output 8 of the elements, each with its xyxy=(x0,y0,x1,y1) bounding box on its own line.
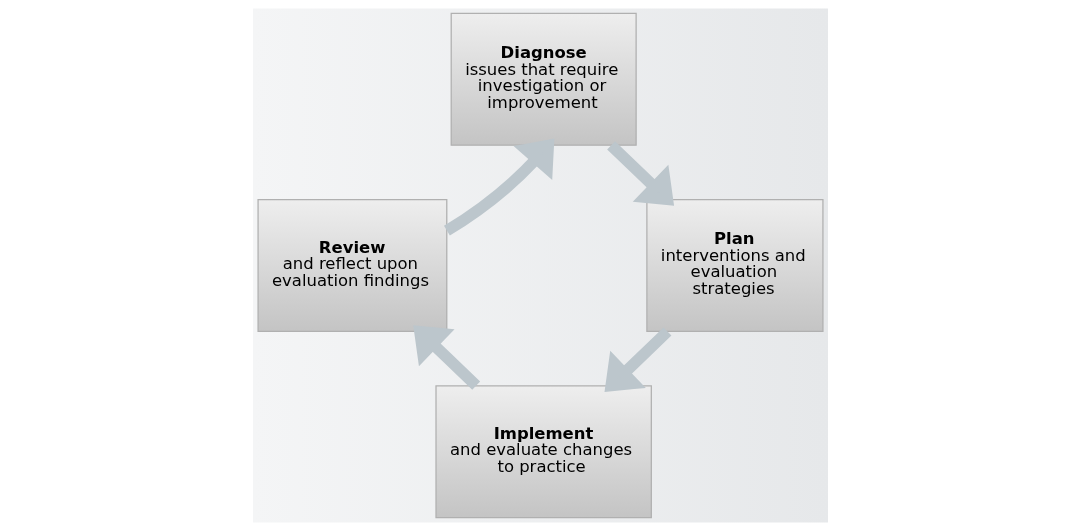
arrow xyxy=(604,327,672,392)
arrow xyxy=(413,325,481,390)
node-box: Review and reflect upon evaluation findings xyxy=(257,199,448,332)
arrow xyxy=(443,138,555,236)
node-box: Diagnose issues that require investigation or improvement xyxy=(450,12,637,146)
node-box: Plan interventions and evaluation strategies xyxy=(646,199,824,332)
arrow xyxy=(607,141,675,206)
node-box: Implement and evaluate changes to practice xyxy=(435,385,652,519)
